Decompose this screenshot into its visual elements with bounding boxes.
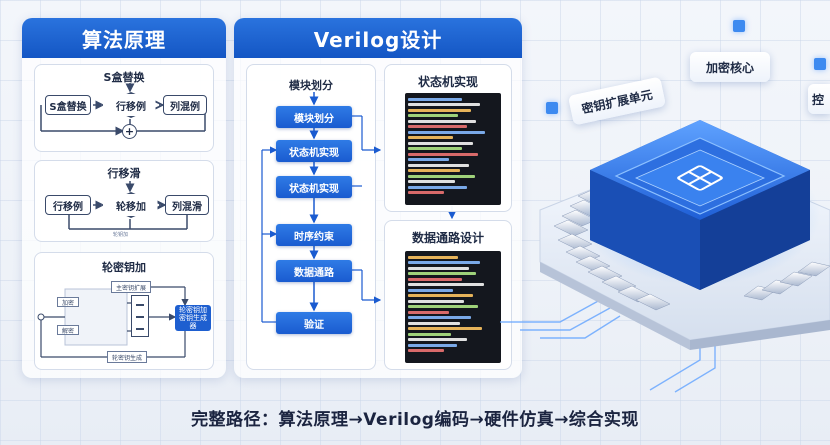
flow-step-3: 状态机实现: [276, 176, 352, 198]
algorithm-panel-title: 算法原理: [22, 18, 226, 58]
shift-section: 行移滑 行移例 轮移加 列混滑 轮钥加: [34, 160, 214, 242]
key-top-label: 主密钥扩展: [111, 281, 151, 293]
floating-cube-3: [814, 58, 826, 70]
flow-title: 模块划分: [289, 79, 333, 92]
datapath-code-title: 数据通路设计: [411, 231, 484, 245]
floating-cube-1: [733, 20, 745, 32]
key-left-a: 加密: [57, 297, 79, 307]
key-bottom-label: 轮密钥生成: [107, 351, 147, 363]
shift-section-title: 行移滑: [107, 167, 141, 180]
sbox-diamond: 行移例: [103, 92, 159, 118]
shift-box-left: 行移例: [45, 195, 91, 215]
flow-step-2: 状态机实现: [276, 140, 352, 162]
shift-footnote: 轮钥加: [113, 232, 129, 238]
key-left-b: 解密: [57, 325, 79, 335]
bottom-caption: 完整路径：算法原理→Verilog编码→硬件仿真→综合实现: [191, 410, 639, 430]
flow-step-4: 时序约束: [276, 224, 352, 246]
sbox-box-right: 列混例: [163, 95, 207, 115]
key-bar-3: [136, 328, 144, 330]
flow-step-1: 模块划分: [276, 106, 352, 128]
xor-symbol: +: [122, 124, 137, 139]
key-section-title: 轮密钥加: [102, 261, 146, 274]
key-bar-2: [136, 316, 144, 318]
key-section: 轮密钥加 主密钥扩展 加密 解密 轮密钥加 密钥生成器 轮密钥生成: [34, 252, 214, 370]
flow-step-6: 验证: [276, 312, 352, 334]
shift-box-right: 列混滑: [165, 195, 209, 215]
sbox-box-left: S盒替换: [45, 95, 91, 115]
fsm-code-editor: [405, 93, 501, 205]
datapath-code-card: 数据通路设计: [384, 220, 512, 370]
key-connectors: [37, 286, 189, 358]
xor-symbol-text: +: [124, 125, 135, 138]
verilog-panel-title: Verilog设计: [234, 18, 522, 58]
fsm-code-title: 状态机实现: [417, 75, 478, 89]
datapath-code-editor: [405, 251, 501, 363]
chip-tag-right: 控: [808, 84, 830, 114]
sbox-section: S盒替换 S盒替换 行移例 列混例 +: [34, 64, 214, 152]
sbox-section-title: S盒替换: [103, 71, 145, 84]
shift-diamond-label: 轮移加: [116, 201, 146, 213]
chip-tag-top: 加密核心: [690, 52, 770, 82]
floating-cube-2: [546, 102, 558, 114]
shift-diamond: 轮移加: [103, 192, 159, 218]
key-right-box: 轮密钥加 密钥生成器: [175, 305, 211, 331]
sbox-diamond-label: 行移例: [116, 101, 146, 113]
fsm-code-card: 状态机实现: [384, 64, 512, 212]
flow-step-5: 数据通路: [276, 260, 352, 282]
key-bar-1: [136, 304, 144, 306]
key-bar-stack: [131, 295, 149, 337]
shift-connectors: [68, 181, 188, 230]
